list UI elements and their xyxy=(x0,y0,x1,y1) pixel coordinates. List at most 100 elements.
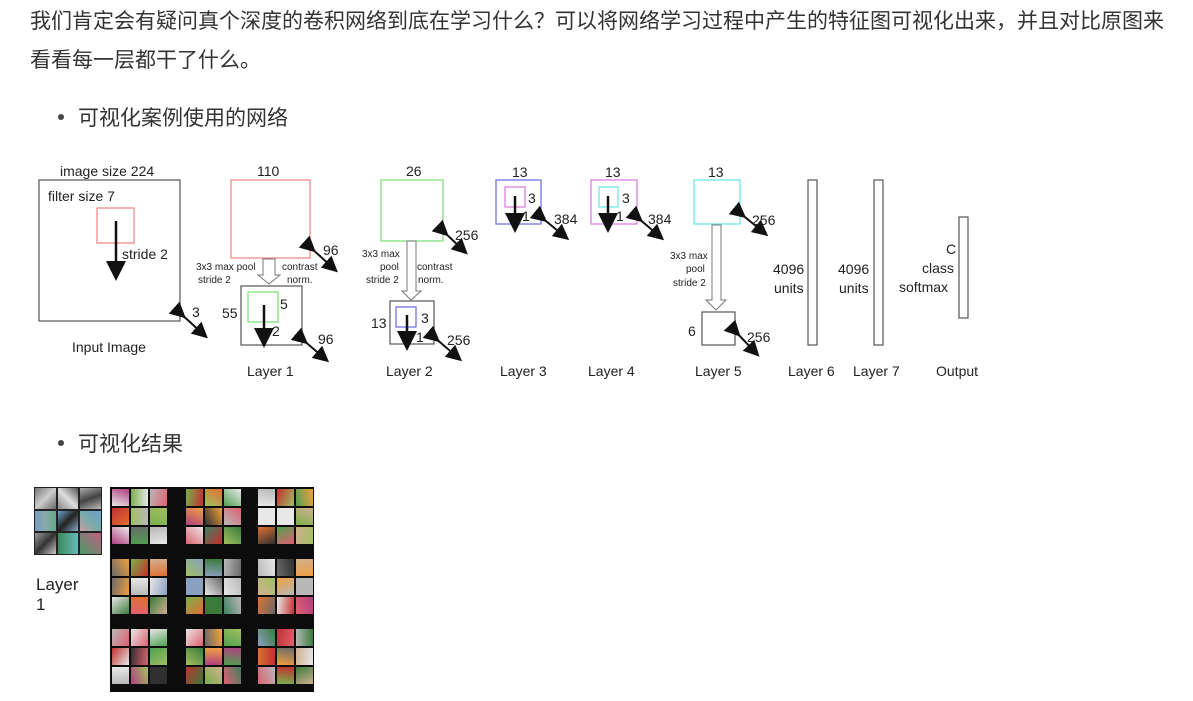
activation-patch xyxy=(112,489,129,506)
l2-13: 13 xyxy=(371,315,387,331)
activation-patch xyxy=(131,508,148,525)
l4-depth-arrow xyxy=(625,205,665,241)
activation-patch xyxy=(112,597,129,614)
activation-patch xyxy=(296,648,313,665)
activation-patch xyxy=(296,508,313,525)
bullet-dot-icon xyxy=(58,114,64,120)
l6-units-a: 4096 xyxy=(773,261,804,277)
activation-patch xyxy=(131,578,148,595)
activation-patch xyxy=(224,559,241,576)
l1-pool-stride: stride 2 xyxy=(198,275,231,286)
activation-patch xyxy=(205,667,222,684)
output-label: Output xyxy=(936,363,978,379)
activation-patch xyxy=(150,629,167,646)
activation-patch xyxy=(277,527,294,544)
out-c: C xyxy=(946,241,956,257)
activation-patch xyxy=(186,559,203,576)
l1-depth-arrow xyxy=(298,235,338,273)
activation-patch xyxy=(258,629,275,646)
l2-norm: norm. xyxy=(418,275,444,286)
activation-patch xyxy=(277,578,294,595)
activation-patch xyxy=(224,508,241,525)
activation-patch xyxy=(150,527,167,544)
l2-top-label: 26 xyxy=(406,163,422,179)
bullet-dot-icon xyxy=(58,440,64,446)
out-class: class xyxy=(922,260,954,276)
l1-pooled-depth-arrow xyxy=(290,327,330,363)
activation-patch xyxy=(205,527,222,544)
activation-patch xyxy=(224,629,241,646)
output-bar xyxy=(958,216,969,319)
activation-patch xyxy=(205,597,222,614)
activation-patch xyxy=(224,527,241,544)
activation-patch xyxy=(258,527,275,544)
activation-patch xyxy=(186,489,203,506)
activation-patch xyxy=(296,527,313,544)
l4-3: 3 xyxy=(622,190,630,206)
activation-patch xyxy=(150,508,167,525)
input-image-box xyxy=(38,179,181,322)
activation-patch xyxy=(205,489,222,506)
activation-patch xyxy=(131,527,148,544)
l5-pool-b: pool xyxy=(686,264,705,275)
activation-patch xyxy=(186,508,203,525)
activation-patch xyxy=(296,667,313,684)
activation-patch xyxy=(258,489,275,506)
layer2-label: Layer 2 xyxy=(386,363,433,379)
activation-patch xyxy=(224,667,241,684)
input-image-label: Input Image xyxy=(72,339,146,355)
activation-patch xyxy=(277,667,294,684)
activation-patch xyxy=(277,597,294,614)
l4-depth-label: 384 xyxy=(648,211,672,227)
activation-patch xyxy=(150,578,167,595)
l2-1: 1 xyxy=(416,329,424,345)
activation-patch xyxy=(258,559,275,576)
activation-patch xyxy=(258,648,275,665)
activation-patch xyxy=(150,597,167,614)
l6-units-b: units xyxy=(774,280,804,296)
l2-box xyxy=(380,179,444,242)
activation-patch xyxy=(112,559,129,576)
layer1-filters-image xyxy=(34,487,102,555)
intro-paragraph: 我们肯定会有疑问真个深度的卷积网络到底在学习什么？可以将网络学习过程中产生的特征… xyxy=(30,9,1164,72)
activation-patch xyxy=(150,648,167,665)
activation-patch xyxy=(112,667,129,684)
l1-down-arrow xyxy=(256,258,282,285)
layer1-vis-label: Layer 1 xyxy=(36,575,79,614)
activation-patch xyxy=(112,508,129,525)
l1-96b: 96 xyxy=(318,331,334,347)
activation-patch xyxy=(131,597,148,614)
l1-top-label: 110 xyxy=(257,163,280,179)
activation-patch xyxy=(112,629,129,646)
l1-box xyxy=(230,179,311,259)
l5-box xyxy=(693,179,741,225)
l2-contrast: contrast xyxy=(417,262,453,273)
l1-contrast: contrast xyxy=(282,262,318,273)
l7-units-b: units xyxy=(839,280,869,296)
l3-1: 1 xyxy=(522,208,530,224)
l3-3: 3 xyxy=(528,190,536,206)
activation-patch xyxy=(296,578,313,595)
l2-256b: 256 xyxy=(447,332,471,348)
l1-55: 55 xyxy=(222,305,238,321)
activation-patch xyxy=(131,489,148,506)
activation-patch xyxy=(296,489,313,506)
l5-depth-arrow xyxy=(728,201,769,237)
activation-patch xyxy=(296,559,313,576)
l1-pool-label: 3x3 max pool xyxy=(196,262,255,273)
activation-patch xyxy=(296,629,313,646)
filter-size-label: filter size 7 xyxy=(48,188,115,204)
l2-down-arrow xyxy=(400,240,423,301)
activation-patch xyxy=(277,489,294,506)
bullet-results-text: 可视化结果 xyxy=(78,432,183,456)
activation-patch xyxy=(131,629,148,646)
activation-patch xyxy=(150,559,167,576)
activation-patch xyxy=(112,527,129,544)
l4-top-label: 13 xyxy=(605,164,621,180)
activation-patch xyxy=(186,667,203,684)
activation-patch xyxy=(186,629,203,646)
activation-patch xyxy=(205,559,222,576)
l2-pool-c: stride 2 xyxy=(366,275,399,286)
l5-256b: 256 xyxy=(747,329,771,345)
l2-depth-arrow xyxy=(431,219,468,255)
